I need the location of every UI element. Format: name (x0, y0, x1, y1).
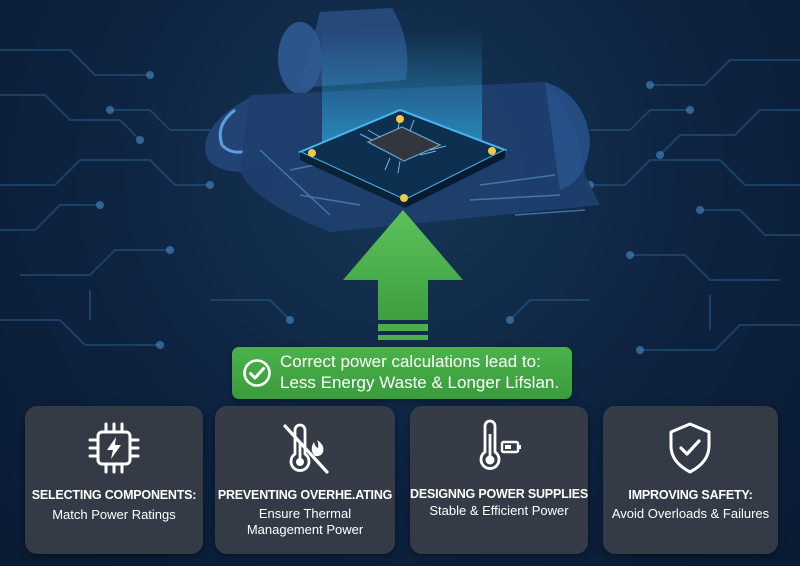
card-designing-power-supplies: DESIGNNG POWER SUPPLIES Stable & Efficie… (410, 406, 588, 554)
card-title: DESIGNNG POWER SUPPLIES (410, 487, 589, 501)
chip-power-icon (88, 422, 140, 474)
card-description-line-1: Ensure Thermal (258, 506, 352, 521)
card-preventing-overheating: PREVENTING OVERHE.ATING Ensure Thermal M… (215, 406, 395, 554)
card-title: PREVENTING OVERHE.ATING (217, 488, 393, 502)
thermometer-battery-icon (479, 419, 521, 470)
microchip (297, 108, 508, 208)
card-description: Avoid Overloads & Failures (611, 506, 770, 521)
check-circle-icon (243, 359, 271, 387)
card-title: IMPROVING SAFETY: (628, 488, 753, 502)
shield-check-icon (669, 422, 711, 474)
card-description-line-2: Management Power (246, 522, 364, 537)
card-title: SELECTING COMPONENTS: (31, 488, 197, 502)
card-selecting-components: SELECTING COMPONENTS: Match Power Rating… (25, 406, 203, 554)
no-heat-icon (283, 423, 329, 474)
banner-text-line-2: Less Energy Waste & Longer Lifslan. (280, 373, 560, 392)
up-arrow-icon (343, 210, 463, 340)
card-description: Stable & Efficient Power (429, 503, 569, 518)
circuit-board-illustration (205, 8, 600, 340)
summary-banner: Correct power calculations lead to: Less… (232, 347, 572, 399)
card-description: Match Power Ratings (52, 507, 176, 522)
card-improving-safety: IMPROVING SAFETY: Avoid Overloads & Fail… (603, 406, 778, 554)
banner-text-line-1: Correct power calculations lead to: (280, 352, 541, 371)
